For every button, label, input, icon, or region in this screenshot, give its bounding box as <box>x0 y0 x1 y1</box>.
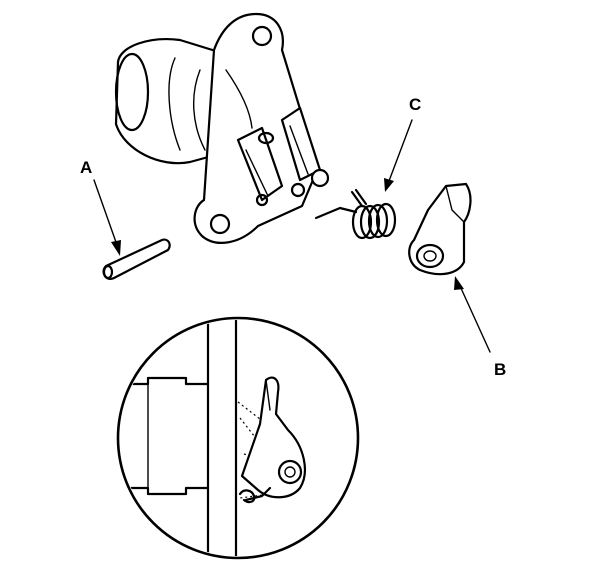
leader-arrow-b <box>454 276 491 353</box>
actuator-assembly <box>114 12 330 244</box>
detail-inset-view <box>116 316 360 560</box>
part-a-pin <box>102 238 171 280</box>
part-b-lever <box>408 182 472 276</box>
leader-arrow-a <box>93 179 121 256</box>
label-b: B <box>494 360 506 379</box>
label-c: C <box>409 95 421 114</box>
label-a: A <box>80 158 92 177</box>
part-c-torsion-spring <box>314 188 397 240</box>
leader-arrow-c <box>384 119 413 192</box>
